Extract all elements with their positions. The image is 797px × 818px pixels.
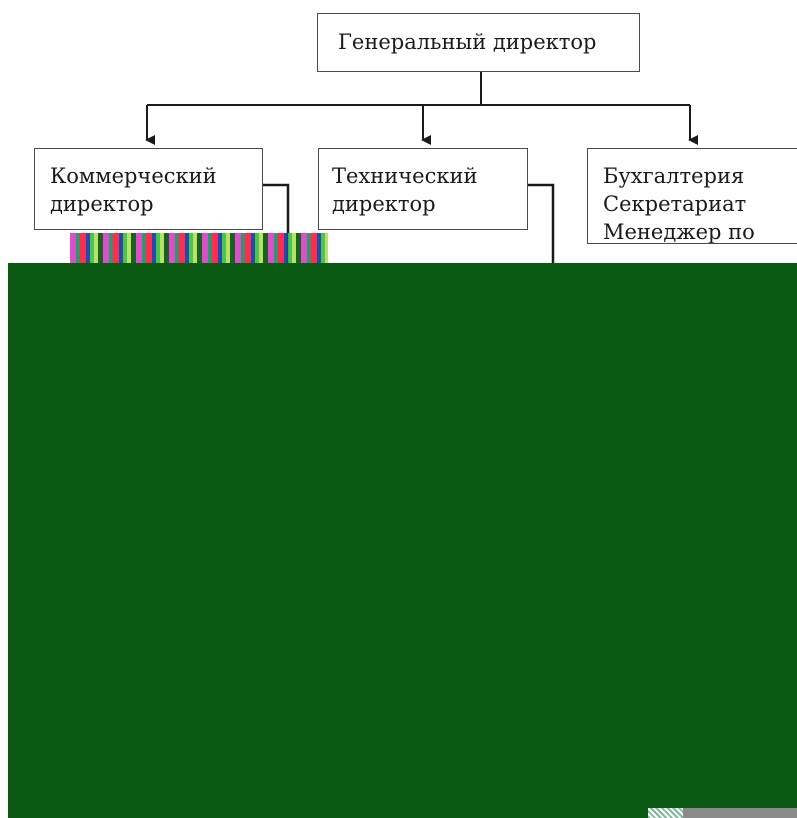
node-commercial-director: Коммерческий директор	[34, 148, 263, 230]
node-label: Генеральный директор	[338, 30, 597, 54]
node-technical-director: Технический директор	[318, 148, 528, 230]
hatch-artifact	[648, 808, 684, 818]
gray-artifact-bar	[683, 808, 797, 818]
node-label: Технический директор	[332, 164, 478, 216]
node-departments: Бухгалтерия Секретариат Менеджер по	[587, 148, 797, 244]
connector-technical-branch	[528, 183, 555, 265]
node-label: Коммерческий директор	[50, 164, 217, 216]
node-general-director: Генеральный директор	[317, 13, 640, 72]
occluding-overlay	[8, 263, 797, 818]
node-label: Бухгалтерия Секретариат Менеджер по	[603, 164, 755, 244]
corrupted-image-strip	[70, 233, 328, 265]
